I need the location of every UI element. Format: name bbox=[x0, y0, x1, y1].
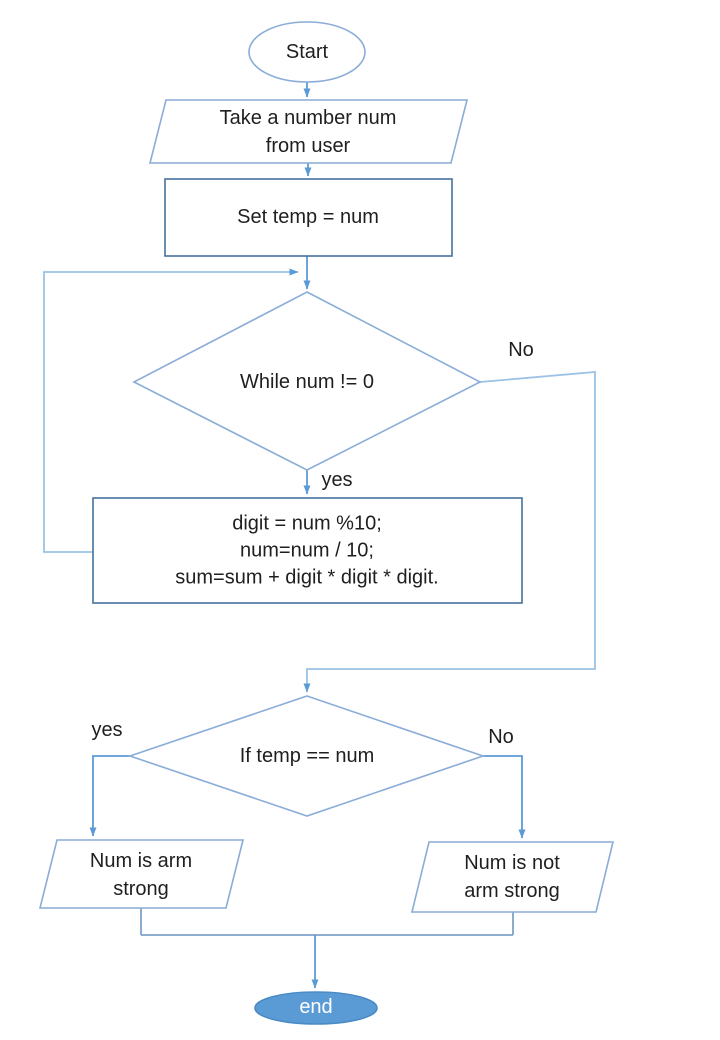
armstrong-label: Num is arm strong bbox=[90, 847, 192, 903]
if-decision-shape bbox=[127, 695, 486, 817]
loopbody-label-line1: digit = num %10; bbox=[232, 512, 382, 535]
end-terminator-shape bbox=[254, 991, 378, 1025]
loopbody-label-line2: num=num / 10; bbox=[240, 539, 374, 562]
while-no-label: No bbox=[508, 339, 534, 361]
notarmstrong-parallelogram-shape bbox=[410, 841, 615, 913]
input-label-line1: Take a number num bbox=[219, 107, 397, 129]
while-label: While num != 0 bbox=[240, 371, 374, 393]
edge-while-no bbox=[303, 371, 596, 693]
while-yes-label: yes bbox=[321, 469, 353, 491]
start-label: Start bbox=[285, 41, 329, 63]
notarmstrong-label-line2: arm strong bbox=[464, 880, 560, 902]
input-label: Take a number num from user bbox=[220, 104, 397, 160]
loopbody-process-shape bbox=[92, 497, 523, 604]
loopbody-label-line3: sum=sum + digit * digit * digit. bbox=[175, 566, 439, 589]
if-no-label: No bbox=[488, 726, 514, 748]
edge-loopback bbox=[43, 268, 299, 553]
loopbody-label: digit = num %10; num=num / 10; sum=sum +… bbox=[175, 511, 438, 592]
input-label-line2: from user bbox=[265, 135, 351, 157]
while-decision-shape bbox=[132, 291, 482, 471]
armstrong-label-line2: strong bbox=[113, 878, 169, 900]
start-terminator-shape bbox=[248, 21, 366, 83]
if-yes-label: yes bbox=[91, 719, 123, 741]
settemp-label: Set temp = num bbox=[237, 206, 379, 228]
edge-if-no bbox=[483, 755, 526, 839]
end-label: end bbox=[299, 996, 333, 1018]
notarmstrong-label: Num is not arm strong bbox=[464, 849, 560, 905]
armstrong-label-line1: Num is arm bbox=[89, 850, 193, 872]
edge-if-yes bbox=[89, 755, 130, 837]
if-label: If temp == num bbox=[239, 745, 375, 767]
notarmstrong-label-line1: Num is not bbox=[464, 852, 560, 874]
input-parallelogram-shape bbox=[148, 99, 469, 164]
settemp-process-shape bbox=[164, 178, 453, 257]
armstrong-parallelogram-shape bbox=[38, 839, 245, 909]
